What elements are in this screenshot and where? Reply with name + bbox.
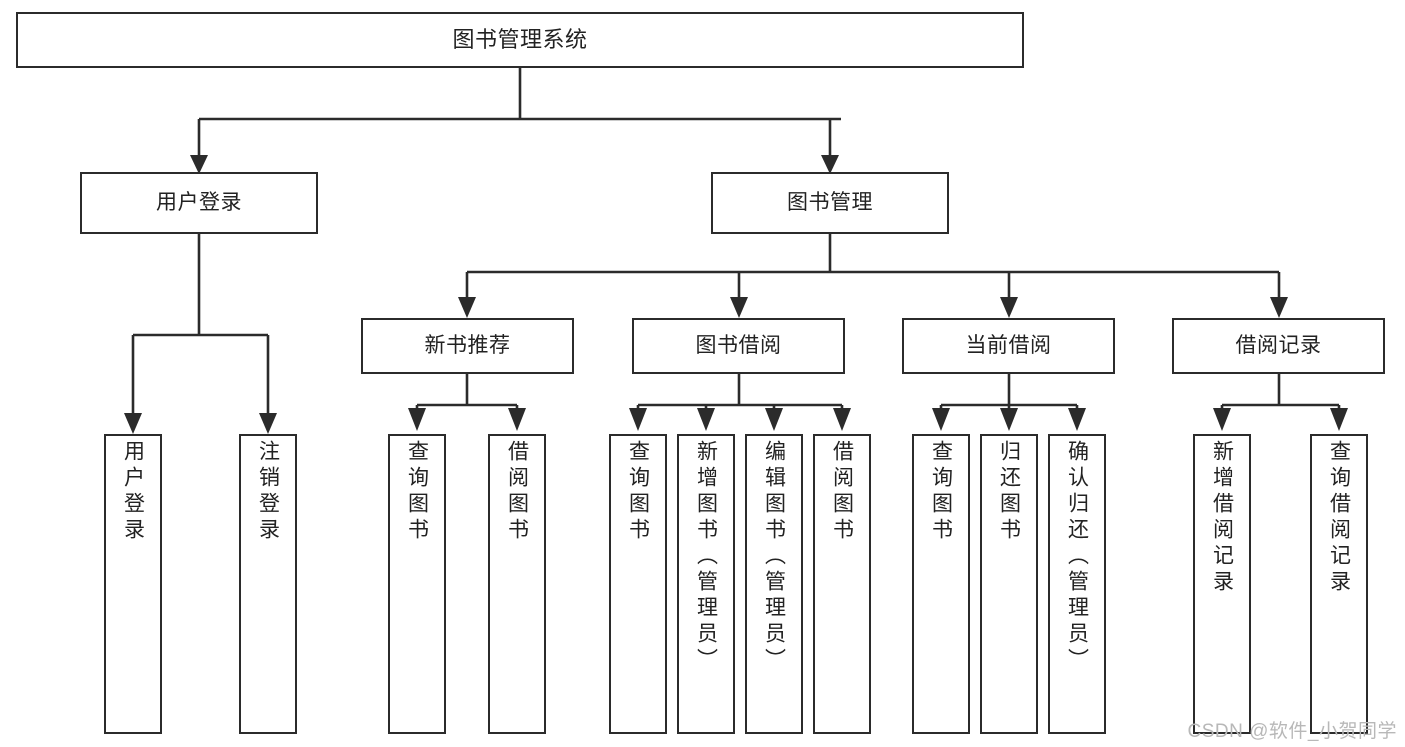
watermark-text: CSDN @软件_小贺同学 [1187, 721, 1397, 742]
node-leaf-add-record-label: 新增借阅记录 [1210, 440, 1234, 596]
node-leaf-query-book-1[interactable]: 查询图书 [388, 434, 446, 734]
node-new-book-recommend[interactable]: 新书推荐 [361, 318, 574, 374]
node-leaf-query-record[interactable]: 查询借阅记录 [1310, 434, 1368, 734]
node-book-management-label: 图书管理 [787, 190, 873, 214]
node-leaf-borrow-book-1-label: 借阅图书 [505, 440, 529, 544]
node-leaf-edit-book-label: 编辑图书（管理员） [762, 440, 786, 674]
node-leaf-query-book-1-label: 查询图书 [405, 440, 429, 544]
node-leaf-query-book-2-label: 查询图书 [626, 440, 650, 544]
node-leaf-edit-book[interactable]: 编辑图书（管理员） [745, 434, 803, 734]
node-leaf-query-book-3[interactable]: 查询图书 [912, 434, 970, 734]
node-new-book-recommend-label: 新书推荐 [424, 333, 511, 357]
node-user-login[interactable]: 用户登录 [80, 172, 318, 234]
node-user-login-label: 用户登录 [156, 190, 242, 214]
node-leaf-borrow-book-2[interactable]: 借阅图书 [813, 434, 871, 734]
node-leaf-borrow-book-1[interactable]: 借阅图书 [488, 434, 546, 734]
node-leaf-add-book-label: 新增图书（管理员） [694, 440, 718, 674]
node-leaf-user-login[interactable]: 用户登录 [104, 434, 162, 734]
node-leaf-add-book[interactable]: 新增图书（管理员） [677, 434, 735, 734]
node-leaf-confirm-return[interactable]: 确认归还（管理员） [1048, 434, 1106, 734]
node-book-borrow-label: 图书借阅 [695, 333, 782, 357]
node-leaf-add-record[interactable]: 新增借阅记录 [1193, 434, 1251, 734]
node-current-borrow-label: 当前借阅 [965, 333, 1052, 357]
node-book-borrow[interactable]: 图书借阅 [632, 318, 845, 374]
node-leaf-query-book-3-label: 查询图书 [929, 440, 953, 544]
node-root-label: 图书管理系统 [452, 27, 588, 53]
node-leaf-query-record-label: 查询借阅记录 [1327, 440, 1351, 596]
node-leaf-return-book[interactable]: 归还图书 [980, 434, 1038, 734]
node-root[interactable]: 图书管理系统 [16, 12, 1024, 68]
node-book-management[interactable]: 图书管理 [711, 172, 949, 234]
node-current-borrow[interactable]: 当前借阅 [902, 318, 1115, 374]
node-borrow-record[interactable]: 借阅记录 [1172, 318, 1385, 374]
node-leaf-query-book-2[interactable]: 查询图书 [609, 434, 667, 734]
node-leaf-user-login-label: 用户登录 [121, 440, 145, 544]
node-leaf-logout-label: 注销登录 [256, 440, 280, 544]
node-leaf-confirm-return-label: 确认归还（管理员） [1065, 440, 1089, 674]
node-borrow-record-label: 借阅记录 [1235, 333, 1322, 357]
node-leaf-logout[interactable]: 注销登录 [239, 434, 297, 734]
node-leaf-return-book-label: 归还图书 [997, 440, 1021, 544]
node-leaf-borrow-book-2-label: 借阅图书 [830, 440, 854, 544]
